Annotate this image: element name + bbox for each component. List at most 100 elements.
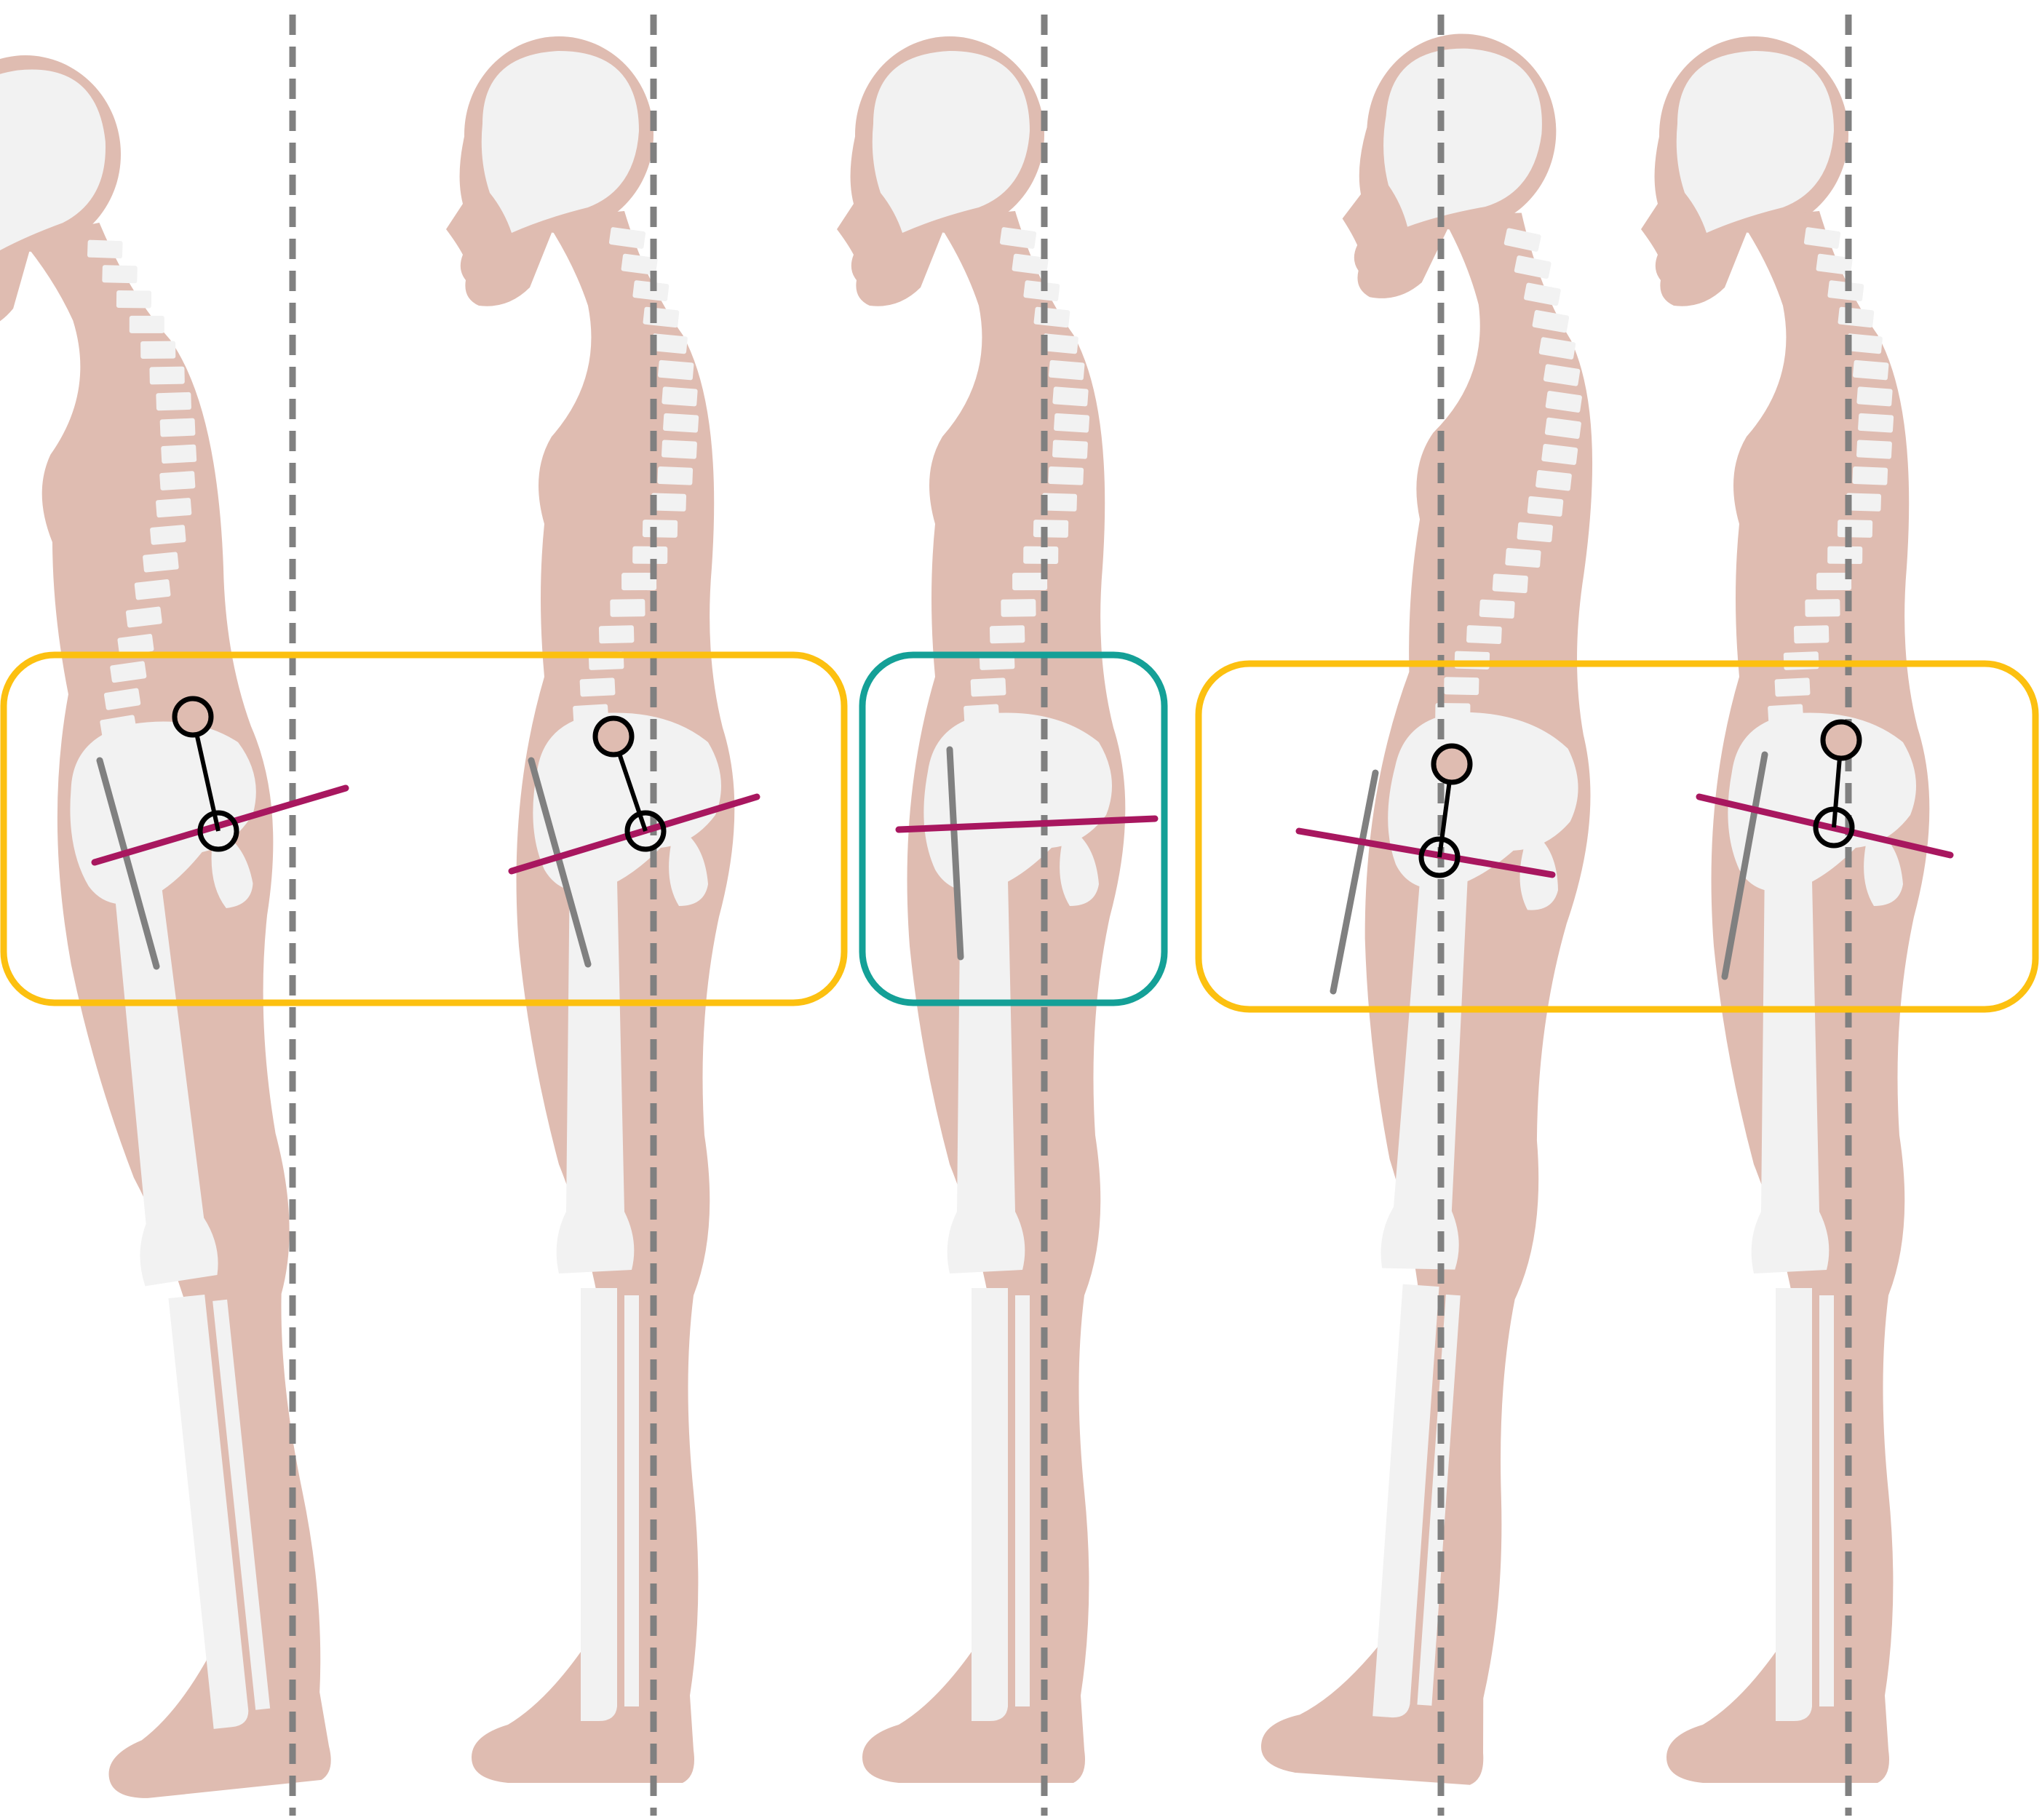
fibula bbox=[624, 1295, 639, 1706]
vertebra bbox=[1856, 440, 1892, 459]
vertebra bbox=[1466, 625, 1502, 644]
vertebra bbox=[999, 227, 1037, 249]
femur-angle-line bbox=[96, 757, 160, 970]
skull bbox=[481, 51, 639, 233]
vertebra bbox=[642, 520, 678, 538]
abnormal-pelvis-box bbox=[0, 651, 848, 1006]
vertebra bbox=[1524, 282, 1561, 306]
vertebra bbox=[1846, 333, 1883, 354]
pelvis-boxes-layer bbox=[0, 651, 2039, 1013]
abnormal-pelvis-box bbox=[1195, 660, 2039, 1013]
sacrum bbox=[669, 826, 708, 906]
vertebra bbox=[1012, 573, 1048, 591]
tibia bbox=[1372, 1284, 1439, 1718]
sacrum bbox=[1060, 826, 1099, 906]
circle-marker-icon bbox=[1813, 806, 1855, 849]
vertebra bbox=[658, 359, 694, 381]
pelvic-tilt-line bbox=[895, 815, 1159, 833]
figure-5 bbox=[1641, 15, 1954, 1816]
skeleton bbox=[1676, 51, 1916, 1721]
vertebra bbox=[662, 386, 698, 407]
skull bbox=[0, 69, 106, 257]
vertebra bbox=[579, 677, 616, 697]
vertebra bbox=[1532, 310, 1570, 333]
vertebra bbox=[610, 599, 645, 617]
vertebra bbox=[1023, 546, 1059, 564]
vertebra bbox=[117, 634, 154, 656]
vertebra bbox=[1853, 359, 1889, 381]
vertebra bbox=[598, 625, 635, 644]
tibia bbox=[581, 1288, 617, 1721]
vertebra bbox=[1541, 443, 1578, 465]
vertebra bbox=[1517, 522, 1553, 543]
vertebra bbox=[1805, 599, 1840, 617]
vertebra bbox=[1837, 520, 1873, 538]
vertebra bbox=[643, 306, 680, 328]
pelvic-tilt-line bbox=[1696, 793, 1954, 859]
vertebra bbox=[1001, 599, 1036, 617]
vertebra bbox=[156, 392, 191, 411]
circle-marker-icon bbox=[592, 715, 635, 758]
femur bbox=[947, 861, 1025, 1273]
skeleton bbox=[481, 51, 721, 1721]
figure-2 bbox=[446, 15, 760, 1816]
vertebra bbox=[1803, 227, 1841, 249]
vertebra bbox=[1858, 413, 1894, 433]
vertebra bbox=[1536, 470, 1572, 491]
vertebra bbox=[1052, 440, 1088, 459]
vertebra bbox=[1527, 496, 1564, 517]
vertebra bbox=[1793, 625, 1830, 644]
circle-marker-icon bbox=[1418, 836, 1461, 878]
body-silhouette bbox=[0, 37, 373, 1805]
figures-layer bbox=[0, 15, 1954, 1816]
vertebra bbox=[1042, 333, 1078, 354]
femur bbox=[1380, 858, 1468, 1270]
vertebra bbox=[156, 498, 192, 518]
vertebra bbox=[149, 366, 185, 385]
vertebra bbox=[663, 413, 699, 433]
femur-angle-line bbox=[946, 746, 964, 961]
spine bbox=[958, 227, 1090, 750]
femur-angle-line bbox=[1721, 751, 1768, 980]
tibia bbox=[972, 1288, 1008, 1721]
skeleton bbox=[1372, 48, 1582, 1718]
fibula bbox=[212, 1299, 271, 1710]
femur-angle-line bbox=[1330, 769, 1379, 995]
fibula bbox=[1819, 1295, 1834, 1706]
circle-marker-icon bbox=[1431, 743, 1473, 785]
circle-marker-icon bbox=[172, 696, 214, 738]
vertebra bbox=[1444, 677, 1479, 696]
vertebra bbox=[143, 552, 179, 573]
spine bbox=[568, 227, 699, 750]
vertebra bbox=[970, 677, 1006, 697]
normal-pelvis-box bbox=[859, 651, 1168, 1006]
femur bbox=[113, 873, 218, 1287]
vertebra bbox=[1052, 386, 1089, 407]
tibia bbox=[168, 1294, 249, 1729]
vertebra bbox=[608, 227, 646, 249]
vertebra bbox=[1827, 546, 1863, 564]
vertebra bbox=[657, 466, 694, 485]
vertebra bbox=[140, 341, 176, 359]
figure-3 bbox=[837, 15, 1159, 1816]
vertebra bbox=[1054, 413, 1090, 433]
skull bbox=[1383, 48, 1542, 227]
vertebra bbox=[150, 525, 186, 545]
vertebra bbox=[1816, 253, 1853, 275]
pelvis bbox=[923, 712, 1112, 892]
vertebra bbox=[1479, 599, 1515, 619]
vertebra bbox=[159, 418, 196, 437]
circle-marker-icon bbox=[624, 810, 667, 852]
vertebra bbox=[1503, 228, 1541, 252]
vertebra bbox=[125, 606, 162, 628]
vertebra bbox=[1033, 520, 1069, 538]
skeleton bbox=[0, 69, 271, 1729]
tibia bbox=[1776, 1288, 1812, 1721]
vertebra bbox=[1856, 386, 1893, 407]
vertebra bbox=[1538, 337, 1576, 359]
circle-marker-icon bbox=[197, 810, 239, 852]
vertebra bbox=[129, 315, 164, 333]
spine bbox=[87, 239, 197, 765]
